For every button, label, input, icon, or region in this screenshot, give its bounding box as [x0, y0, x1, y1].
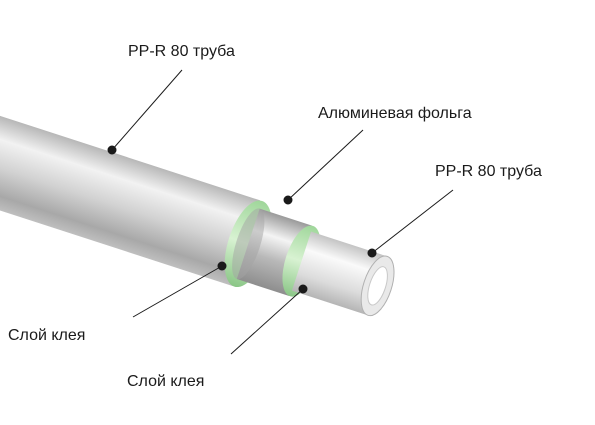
leader-foil: [287, 129, 364, 201]
label-aluminum-foil: Алюминевая фольга: [318, 105, 472, 122]
inner-pipe-bore: [367, 266, 388, 306]
leader-glue-inner: [230, 288, 304, 355]
leader-outer-pipe: [111, 69, 183, 151]
leader-inner-pipe: [371, 189, 454, 254]
label-glue-layer-inner: Слой клея: [127, 373, 205, 390]
label-glue-layer-outer: Слой клея: [8, 327, 86, 344]
dot-inner-pipe: [367, 248, 377, 258]
outer-pipe-body: [0, 107, 261, 286]
dot-foil: [283, 195, 293, 205]
label-inner-pipe: PP-R 80 труба: [435, 163, 542, 180]
leader-glue-outer: [132, 265, 223, 318]
dot-outer-pipe: [107, 145, 117, 155]
label-outer-pipe: PP-R 80 труба: [128, 43, 235, 60]
dot-glue-outer: [217, 261, 227, 271]
dot-glue-inner: [298, 284, 308, 294]
